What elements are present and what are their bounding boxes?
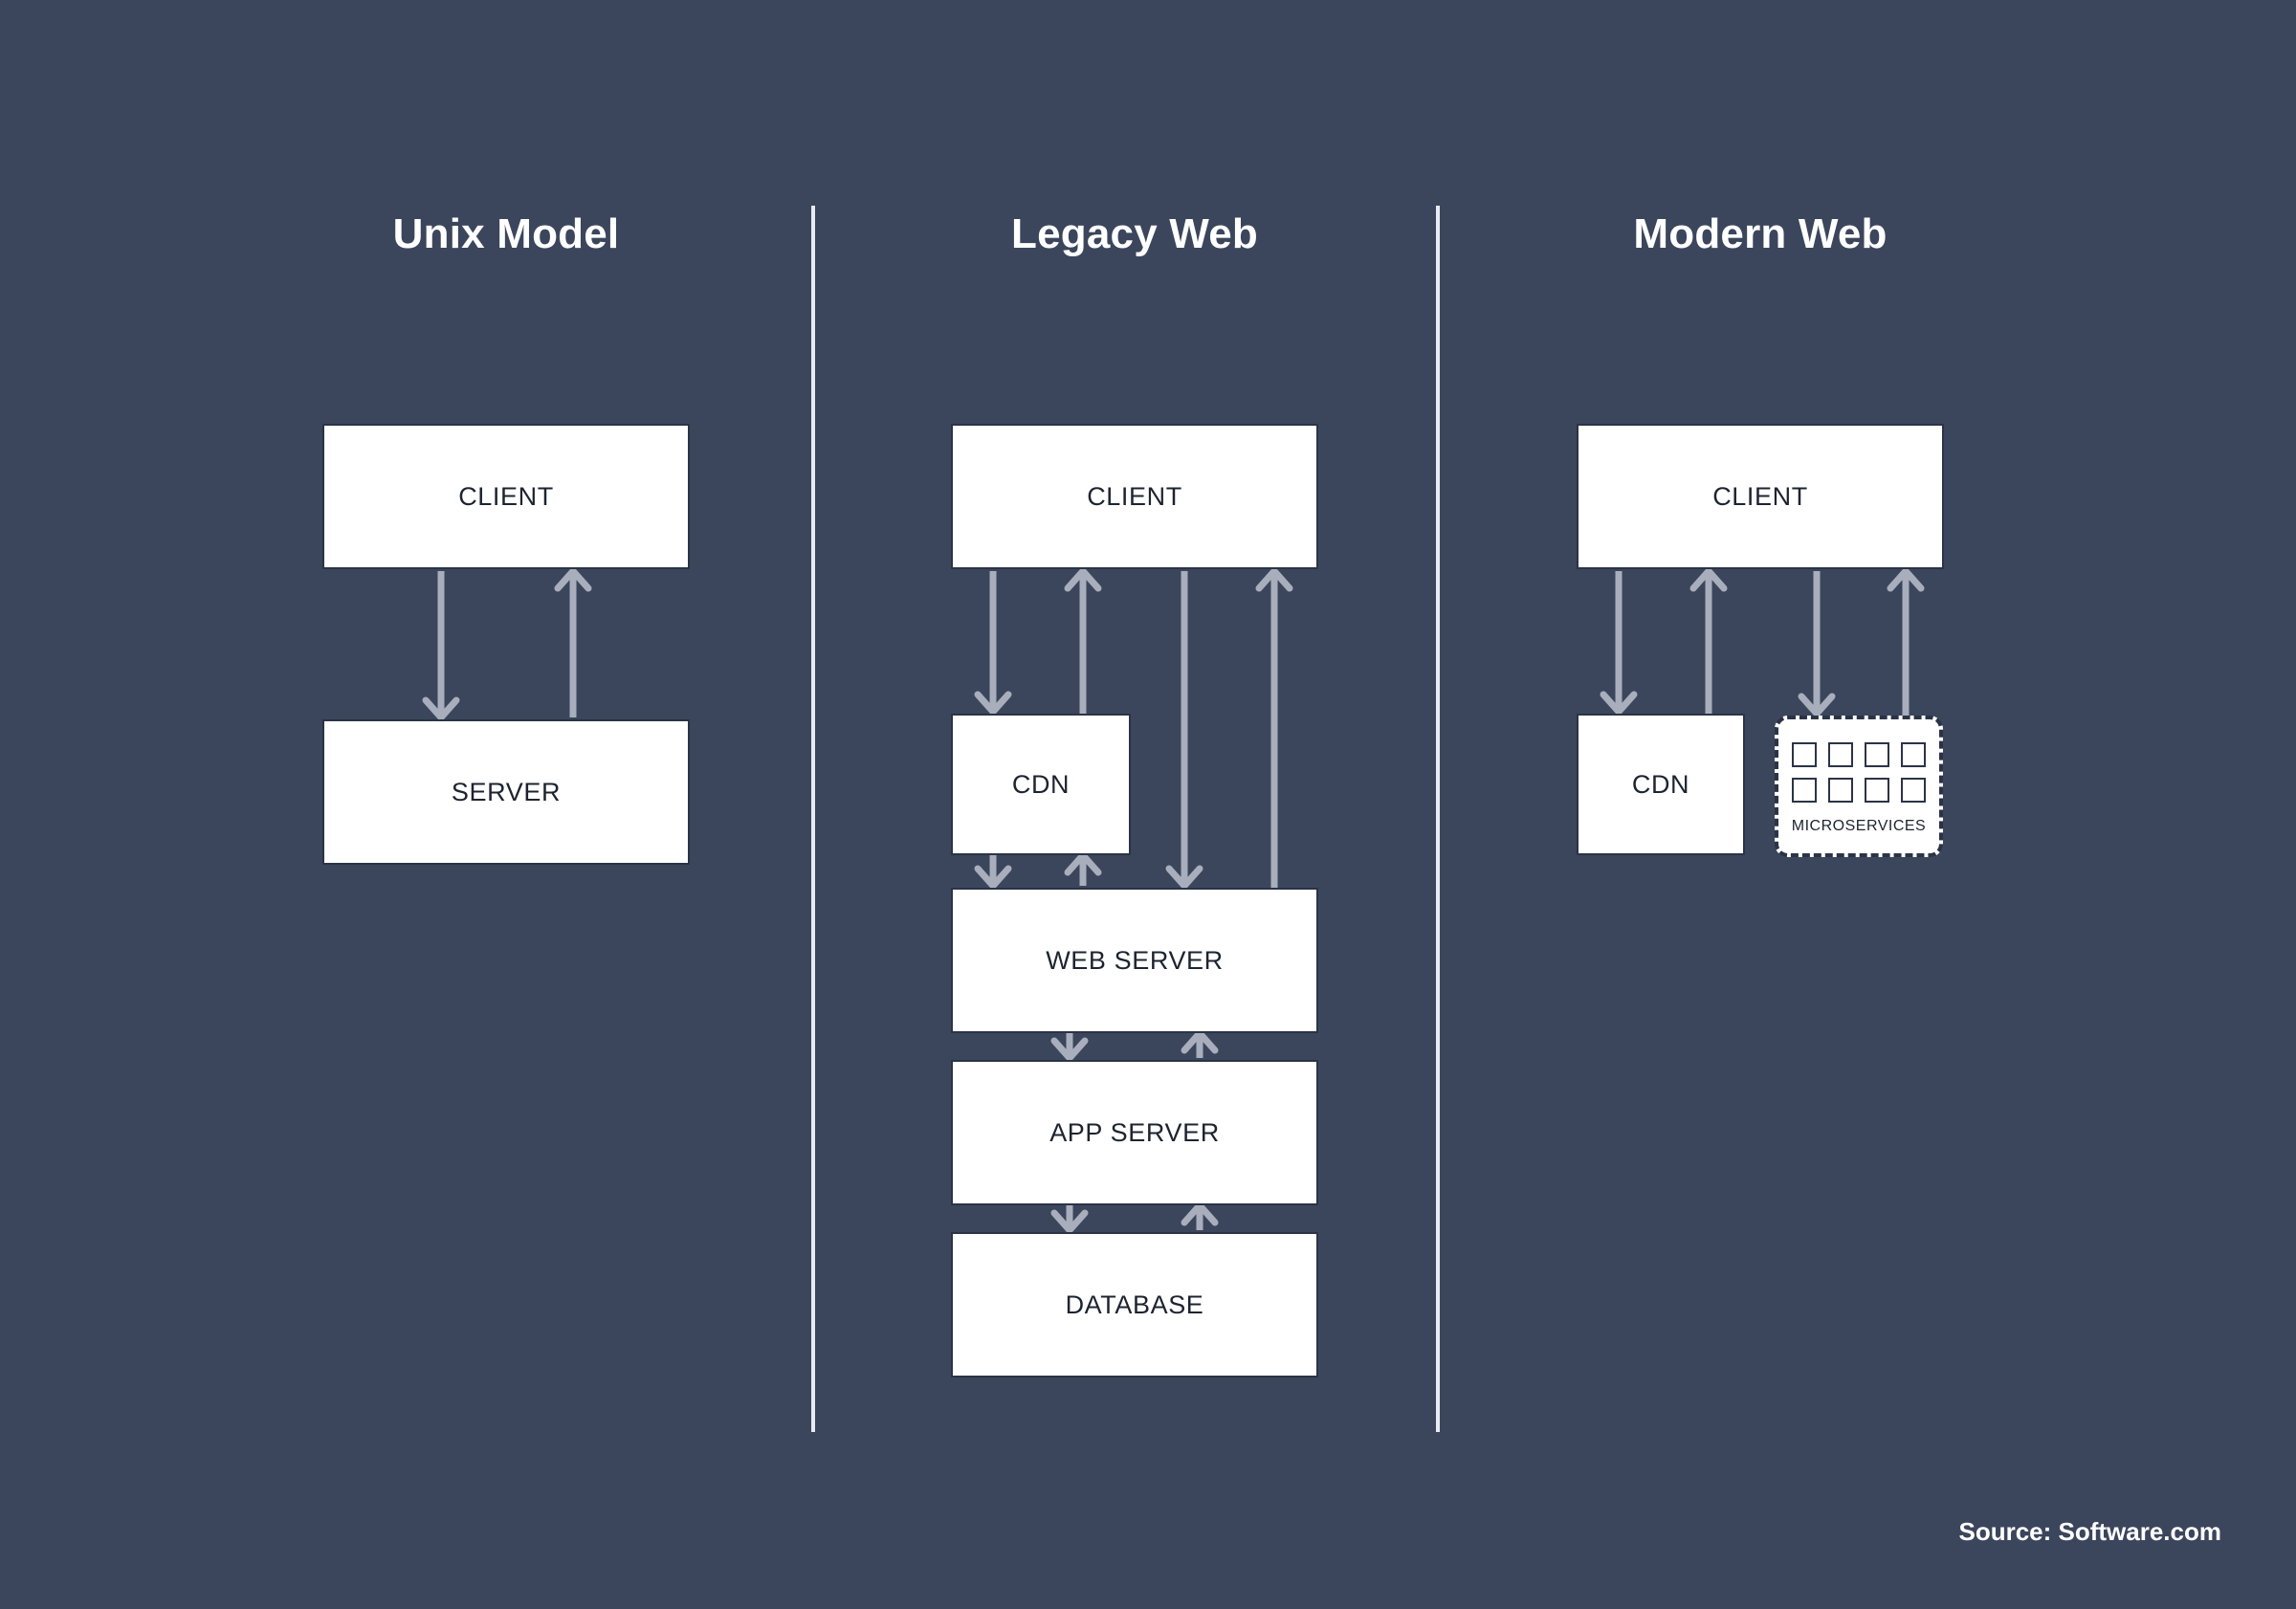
microservices-grid-icon bbox=[1792, 741, 1926, 803]
arrow-legacy-database-to-appserver bbox=[1184, 1205, 1215, 1230]
arrow-legacy-cdn-to-client bbox=[1068, 571, 1098, 714]
node-label: SERVER bbox=[451, 777, 562, 806]
microservice-cell bbox=[1901, 777, 1926, 803]
node-label: CLIENT bbox=[1087, 481, 1182, 511]
node-label: DATABASE bbox=[1065, 1289, 1204, 1319]
column-title-unix-model: Unix Model bbox=[392, 210, 620, 257]
arrow-legacy-appserver-to-database bbox=[1054, 1205, 1085, 1230]
arrow-legacy-webserver-to-client bbox=[1259, 571, 1290, 888]
microservice-cell bbox=[1901, 741, 1926, 767]
node-unix-server[interactable]: SERVER bbox=[322, 719, 690, 865]
arrow-legacy-appserver-to-webserver bbox=[1184, 1033, 1215, 1058]
microservice-cell bbox=[1792, 741, 1817, 767]
node-legacy-app-server[interactable]: APP SERVER bbox=[951, 1060, 1318, 1205]
node-legacy-cdn[interactable]: CDN bbox=[951, 714, 1131, 855]
microservices-label: MICROSERVICES bbox=[1791, 817, 1927, 834]
arrow-legacy-client-to-webserver bbox=[1169, 571, 1200, 886]
node-modern-cdn[interactable]: CDN bbox=[1577, 714, 1745, 855]
microservice-cell bbox=[1828, 741, 1853, 767]
node-modern-microservices[interactable]: MICROSERVICES bbox=[1775, 716, 1943, 857]
microservice-cell bbox=[1792, 777, 1817, 803]
arrow-unix-client-to-server bbox=[426, 571, 456, 717]
column-divider-1 bbox=[811, 206, 815, 1432]
node-legacy-database[interactable]: DATABASE bbox=[951, 1232, 1318, 1378]
column-divider-2 bbox=[1436, 206, 1440, 1432]
column-title-legacy-web: Legacy Web bbox=[1011, 210, 1258, 257]
arrow-legacy-cdn-to-webserver bbox=[978, 855, 1008, 886]
node-label: CDN bbox=[1011, 769, 1071, 799]
arrow-unix-server-to-client bbox=[558, 571, 588, 717]
microservice-cell bbox=[1828, 777, 1853, 803]
arrow-legacy-client-to-cdn bbox=[978, 571, 1008, 712]
microservice-cell bbox=[1865, 741, 1889, 767]
node-modern-client[interactable]: CLIENT bbox=[1577, 424, 1944, 569]
arrow-modern-microservices-to-client bbox=[1890, 571, 1921, 716]
node-unix-client[interactable]: CLIENT bbox=[322, 424, 690, 569]
arrow-legacy-webserver-to-cdn bbox=[1068, 855, 1098, 886]
node-label: CLIENT bbox=[458, 481, 554, 511]
node-label: CLIENT bbox=[1712, 481, 1808, 511]
node-label: WEB SERVER bbox=[1046, 945, 1224, 975]
arrow-modern-cdn-to-client bbox=[1693, 571, 1724, 714]
node-label: APP SERVER bbox=[1049, 1117, 1220, 1147]
source-attribution: Source: Software.com bbox=[1958, 1517, 2221, 1546]
node-legacy-client[interactable]: CLIENT bbox=[951, 424, 1318, 569]
microservice-cell bbox=[1865, 777, 1889, 803]
node-legacy-web-server[interactable]: WEB SERVER bbox=[951, 888, 1318, 1033]
column-title-modern-web: Modern Web bbox=[1633, 210, 1888, 257]
arrow-modern-client-to-microservices bbox=[1801, 571, 1832, 714]
arrow-legacy-webserver-to-appserver bbox=[1054, 1033, 1085, 1058]
node-label: CDN bbox=[1631, 769, 1690, 799]
arrow-modern-client-to-cdn bbox=[1603, 571, 1634, 712]
